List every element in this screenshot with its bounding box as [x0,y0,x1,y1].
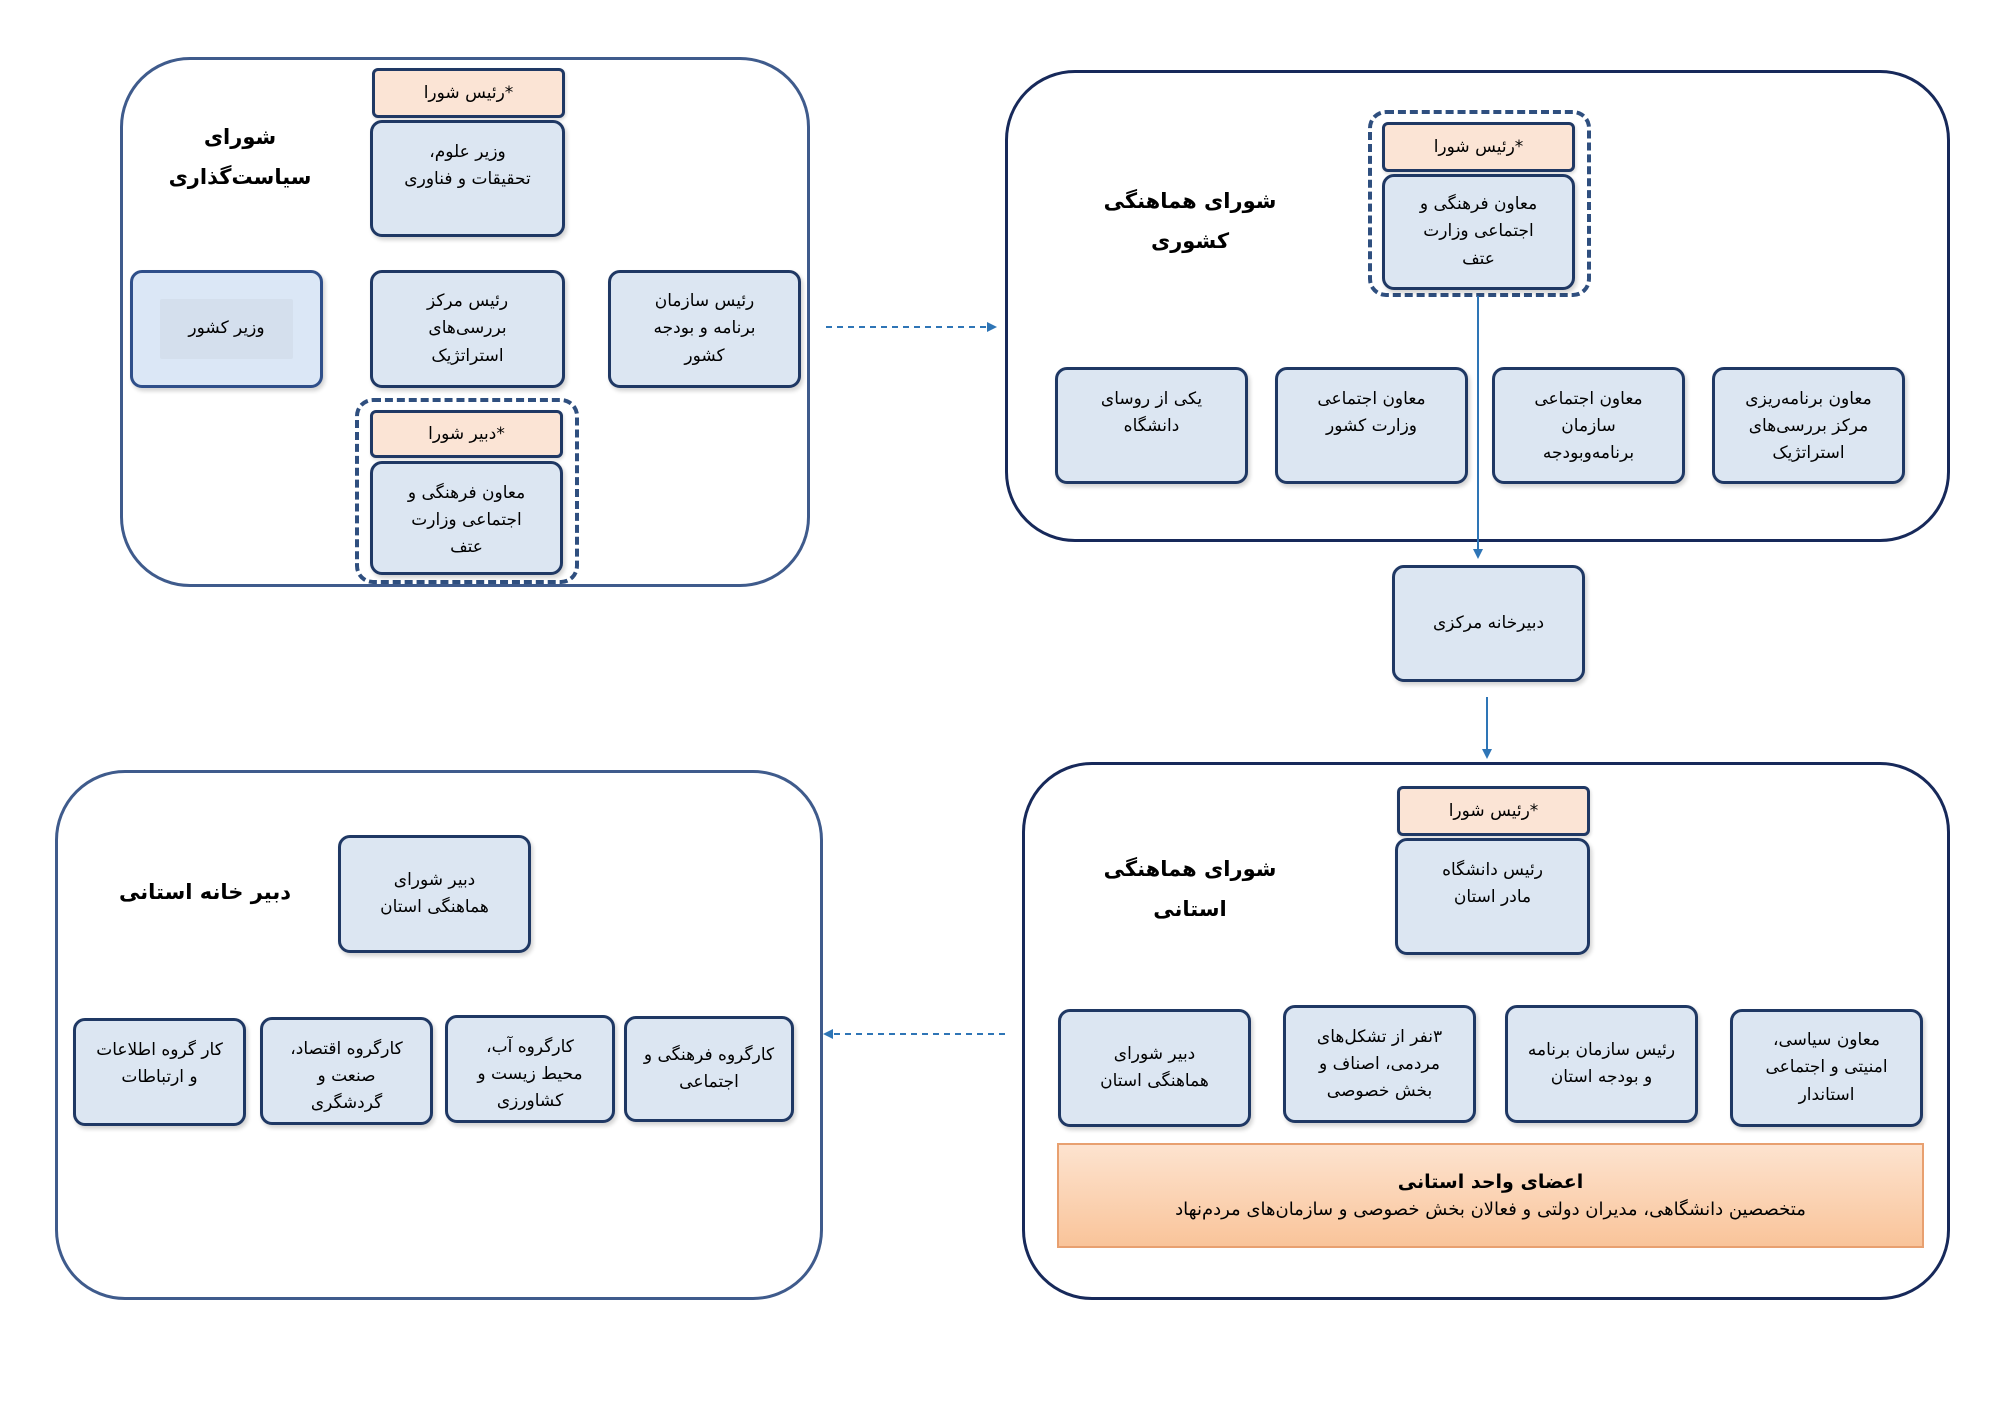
provincial-secretariat-title: دبیر خانه استانی [119,880,291,904]
provincial-member-budget-head: رئیس سازمان برنامه و بودجه استان [1505,1005,1698,1123]
policy-secretary-box: معاون فرهنگی و اجتماعی وزارت عتف [370,461,563,575]
provincial-member-civil-groups: ۳نفر از تشکل‌های مردمی، اصناف و بخش خصوص… [1283,1005,1476,1123]
provincial-unit-members-desc: متخصصین دانشگاهی، مدیران دولتی و فعالان … [1175,1199,1806,1220]
national-member-budget-deputy: معاون اجتماعی سازمان برنامه‌وبودجه [1492,367,1685,484]
policy-council-title: شورای سیاست‌گذاری [168,125,312,189]
policy-secretary-dashed-frame [355,398,579,584]
national-member-interior-deputy: معاون اجتماعی وزارت کشور [1275,367,1468,484]
policy-member-minister-interior-label: وزیر کشور [160,299,293,359]
national-member-university-head: یکی از روسای دانشگاه [1055,367,1248,484]
national-chair-dashed-frame [1368,110,1591,297]
national-member-strategic-deputy: معاون برنامه‌ریزی مرکز بررسی‌های استراتژ… [1712,367,1905,484]
provincial-chair-box: رئیس دانشگاه مادر استان [1395,838,1590,955]
policy-member-strategic-center: رئیس مرکز بررسی‌های استراتژیک [370,270,565,388]
provincial-member-governor-deputy: معاون سیاسی، امنیتی و اجتماعی استاندار [1730,1009,1923,1127]
policy-member-minister-interior: وزیر کشور [130,270,323,388]
provincial-unit-members-band: اعضای واحد استانی متخصصین دانشگاهی، مدیر… [1057,1143,1924,1248]
central-secretariat-box: دبیرخانه مرکزی [1392,565,1585,682]
workgroup-economy-industry-tourism: کارگروه اقتصاد، صنعت و گردشگری [260,1017,433,1125]
policy-secretary-tag: *دبیر شورا [370,410,563,458]
policy-chair-tag: *رئیس شورا [372,68,565,118]
provincial-unit-members-title: اعضای واحد استانی [1397,1171,1584,1193]
provincial-secretariat-secretary-box: دبیر شورای هماهنگی استان [338,835,531,953]
national-chair-tag: *رئیس شورا [1382,122,1575,172]
national-chair-box: معاون فرهنگی و اجتماعی وزارت عتف [1382,174,1575,290]
workgroup-information-communication: کار گروه اطلاعات و ارتباطات [73,1018,246,1126]
policy-member-budget-org: رئیس سازمان برنامه و بودجه کشور [608,270,801,388]
provincial-council-title: شورای هماهنگی استانی [1103,857,1277,921]
provincial-member-secretary: دبیر شورای هماهنگی استان [1058,1009,1251,1127]
provincial-chair-tag: *رئیس شورا [1397,786,1590,836]
policy-chair-box: وزیر علوم، تحقیقات و فناوری [370,120,565,237]
workgroup-water-environment-agriculture: کارگروه آب، محیط زیست و کشاورزی [445,1015,615,1123]
national-council-title: شورای هماهنگی کشوری [1103,189,1277,253]
workgroup-cultural-social: کارگروه فرهنگی و اجتماعی [624,1016,794,1122]
